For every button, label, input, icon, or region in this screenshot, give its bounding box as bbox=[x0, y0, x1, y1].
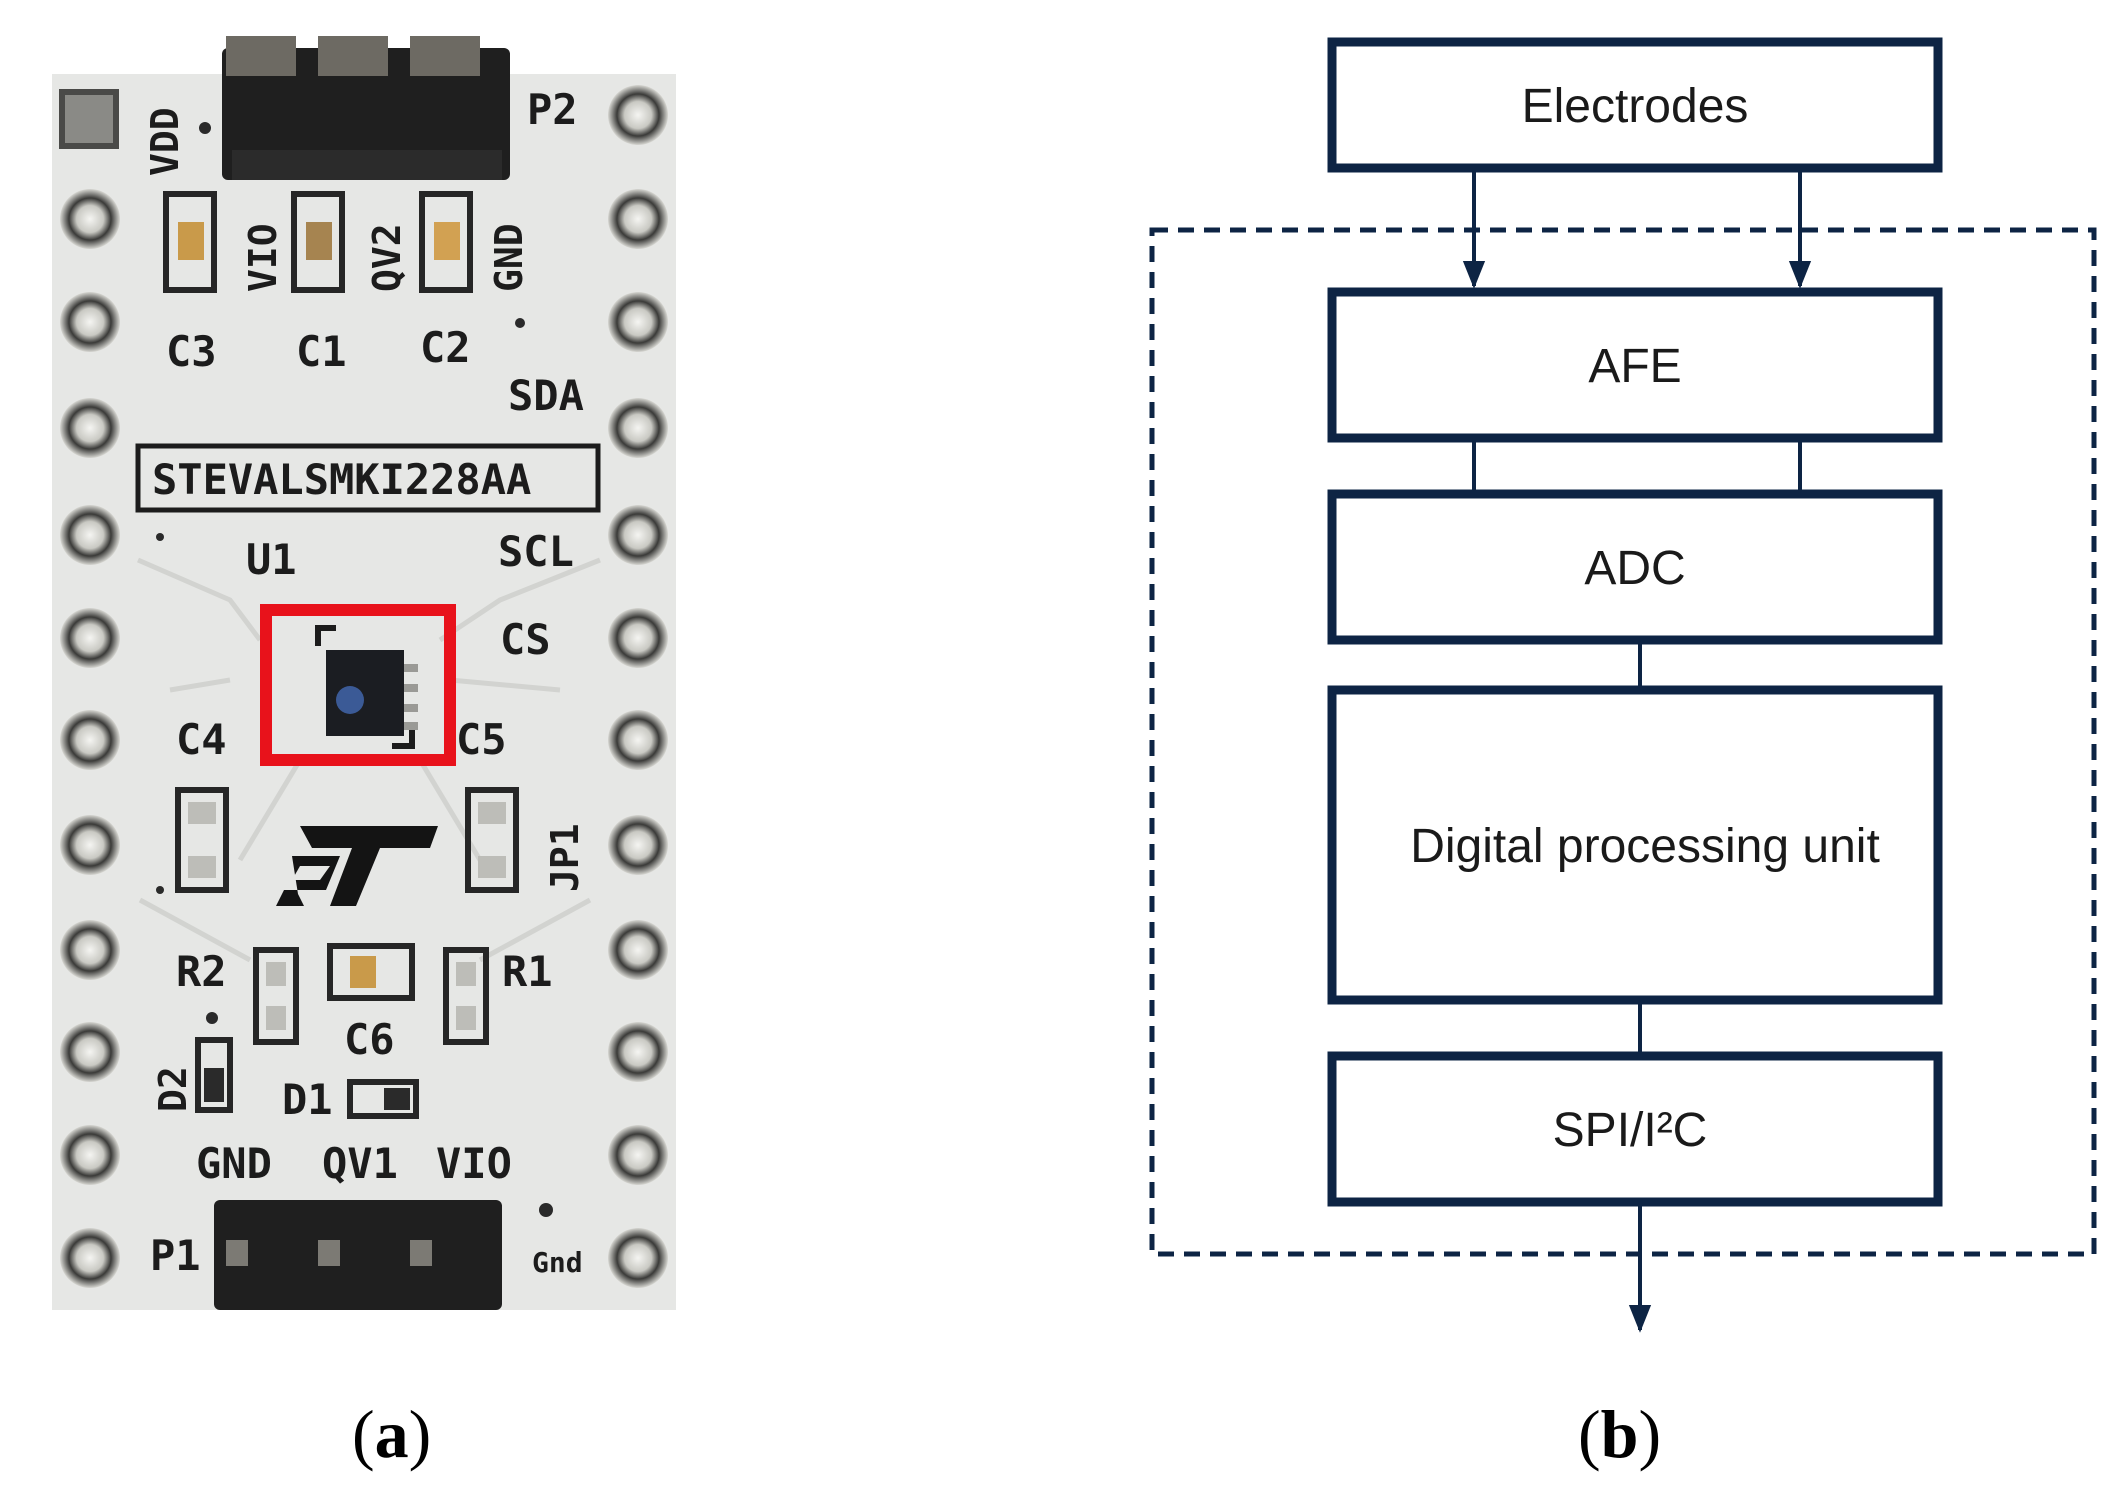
label-c1: C1 bbox=[296, 327, 347, 376]
caption-b-letter: b bbox=[1600, 1396, 1639, 1472]
right-pin-column bbox=[608, 85, 668, 1288]
label-r2: R2 bbox=[176, 947, 227, 996]
pcb-vias bbox=[156, 122, 553, 1217]
capacitor-c5 bbox=[465, 787, 519, 893]
resistor-r1 bbox=[443, 947, 489, 1045]
label-p1: P1 bbox=[150, 1231, 201, 1280]
u1-sensor-chip bbox=[315, 625, 418, 749]
label-gnd-top: GND bbox=[487, 223, 531, 292]
left-pin-column bbox=[60, 189, 120, 1288]
caption-a-open: ( bbox=[352, 1396, 375, 1472]
p2-header-connector bbox=[222, 36, 510, 180]
label-p2: P2 bbox=[527, 85, 578, 134]
label-d1: D1 bbox=[282, 1075, 333, 1124]
caption-b: (b) bbox=[1578, 1395, 1661, 1474]
label-cs: CS bbox=[500, 615, 551, 664]
label-qv2: QV2 bbox=[365, 223, 409, 292]
label-jp1: JP1 bbox=[543, 823, 587, 892]
label-gnd-small: Gnd bbox=[532, 1246, 583, 1279]
sensor-highlight-box bbox=[260, 604, 456, 766]
capacitor-c1 bbox=[291, 191, 345, 293]
caption-b-close: ) bbox=[1638, 1396, 1662, 1472]
capacitor-c6 bbox=[327, 943, 415, 1001]
capacitor-c2 bbox=[419, 191, 473, 293]
label-electrodes: Electrodes bbox=[1522, 80, 1749, 133]
label-c6: C6 bbox=[344, 1015, 395, 1064]
block-adc bbox=[1327, 489, 1943, 645]
label-d2: D2 bbox=[151, 1066, 195, 1112]
caption-a-letter: a bbox=[374, 1396, 409, 1472]
block-spi-i2c bbox=[1327, 1051, 1943, 1207]
label-spi-i2c: SPI/I²C bbox=[1553, 1104, 1708, 1157]
label-vio-bottom: VIO bbox=[436, 1139, 512, 1188]
label-c4: C4 bbox=[176, 715, 227, 764]
label-r1: R1 bbox=[502, 947, 553, 996]
st-logo bbox=[276, 826, 438, 906]
block-electrodes bbox=[1327, 37, 1943, 173]
label-gnd-bottom: GND bbox=[196, 1139, 272, 1188]
label-adc: ADC bbox=[1584, 542, 1685, 595]
label-vdd: VDD bbox=[143, 107, 187, 176]
diode-d1 bbox=[347, 1079, 419, 1119]
sensor-boundary-dashed bbox=[1149, 227, 2097, 1257]
caption-a: (a) bbox=[352, 1395, 431, 1474]
label-digital-processing-unit: Digital processing unit bbox=[1410, 820, 1880, 873]
resistor-r2 bbox=[253, 947, 299, 1045]
label-c5: C5 bbox=[456, 715, 507, 764]
label-c2: C2 bbox=[420, 323, 471, 372]
board-name-box bbox=[135, 443, 601, 513]
square-pad bbox=[59, 89, 119, 149]
diode-d2 bbox=[195, 1037, 233, 1113]
caption-b-open: ( bbox=[1578, 1396, 1601, 1472]
block-afe bbox=[1327, 287, 1943, 443]
pcb-board-photo: VDD P2 VIO QV2 GND C3 C1 C2 SDA STEVALSM… bbox=[52, 36, 676, 1310]
label-scl: SCL bbox=[498, 527, 574, 576]
block-diagram: Electrodes AFE ADC Digital processing un… bbox=[1149, 37, 2097, 1333]
label-sda: SDA bbox=[508, 371, 584, 420]
label-afe: AFE bbox=[1588, 340, 1681, 393]
label-u1: U1 bbox=[246, 535, 297, 584]
capacitor-c4 bbox=[175, 787, 229, 893]
board-name: STEVALSMKI228AA bbox=[152, 455, 531, 504]
capacitor-c3 bbox=[163, 191, 217, 293]
label-qv1: QV1 bbox=[322, 1139, 398, 1188]
block-digital-processing-unit bbox=[1327, 685, 1943, 1005]
label-vio-top: VIO bbox=[241, 223, 285, 292]
pcb-traces bbox=[137, 557, 601, 963]
label-c3: C3 bbox=[166, 327, 217, 376]
caption-a-close: ) bbox=[408, 1396, 432, 1472]
p1-header-connector bbox=[214, 1200, 502, 1310]
